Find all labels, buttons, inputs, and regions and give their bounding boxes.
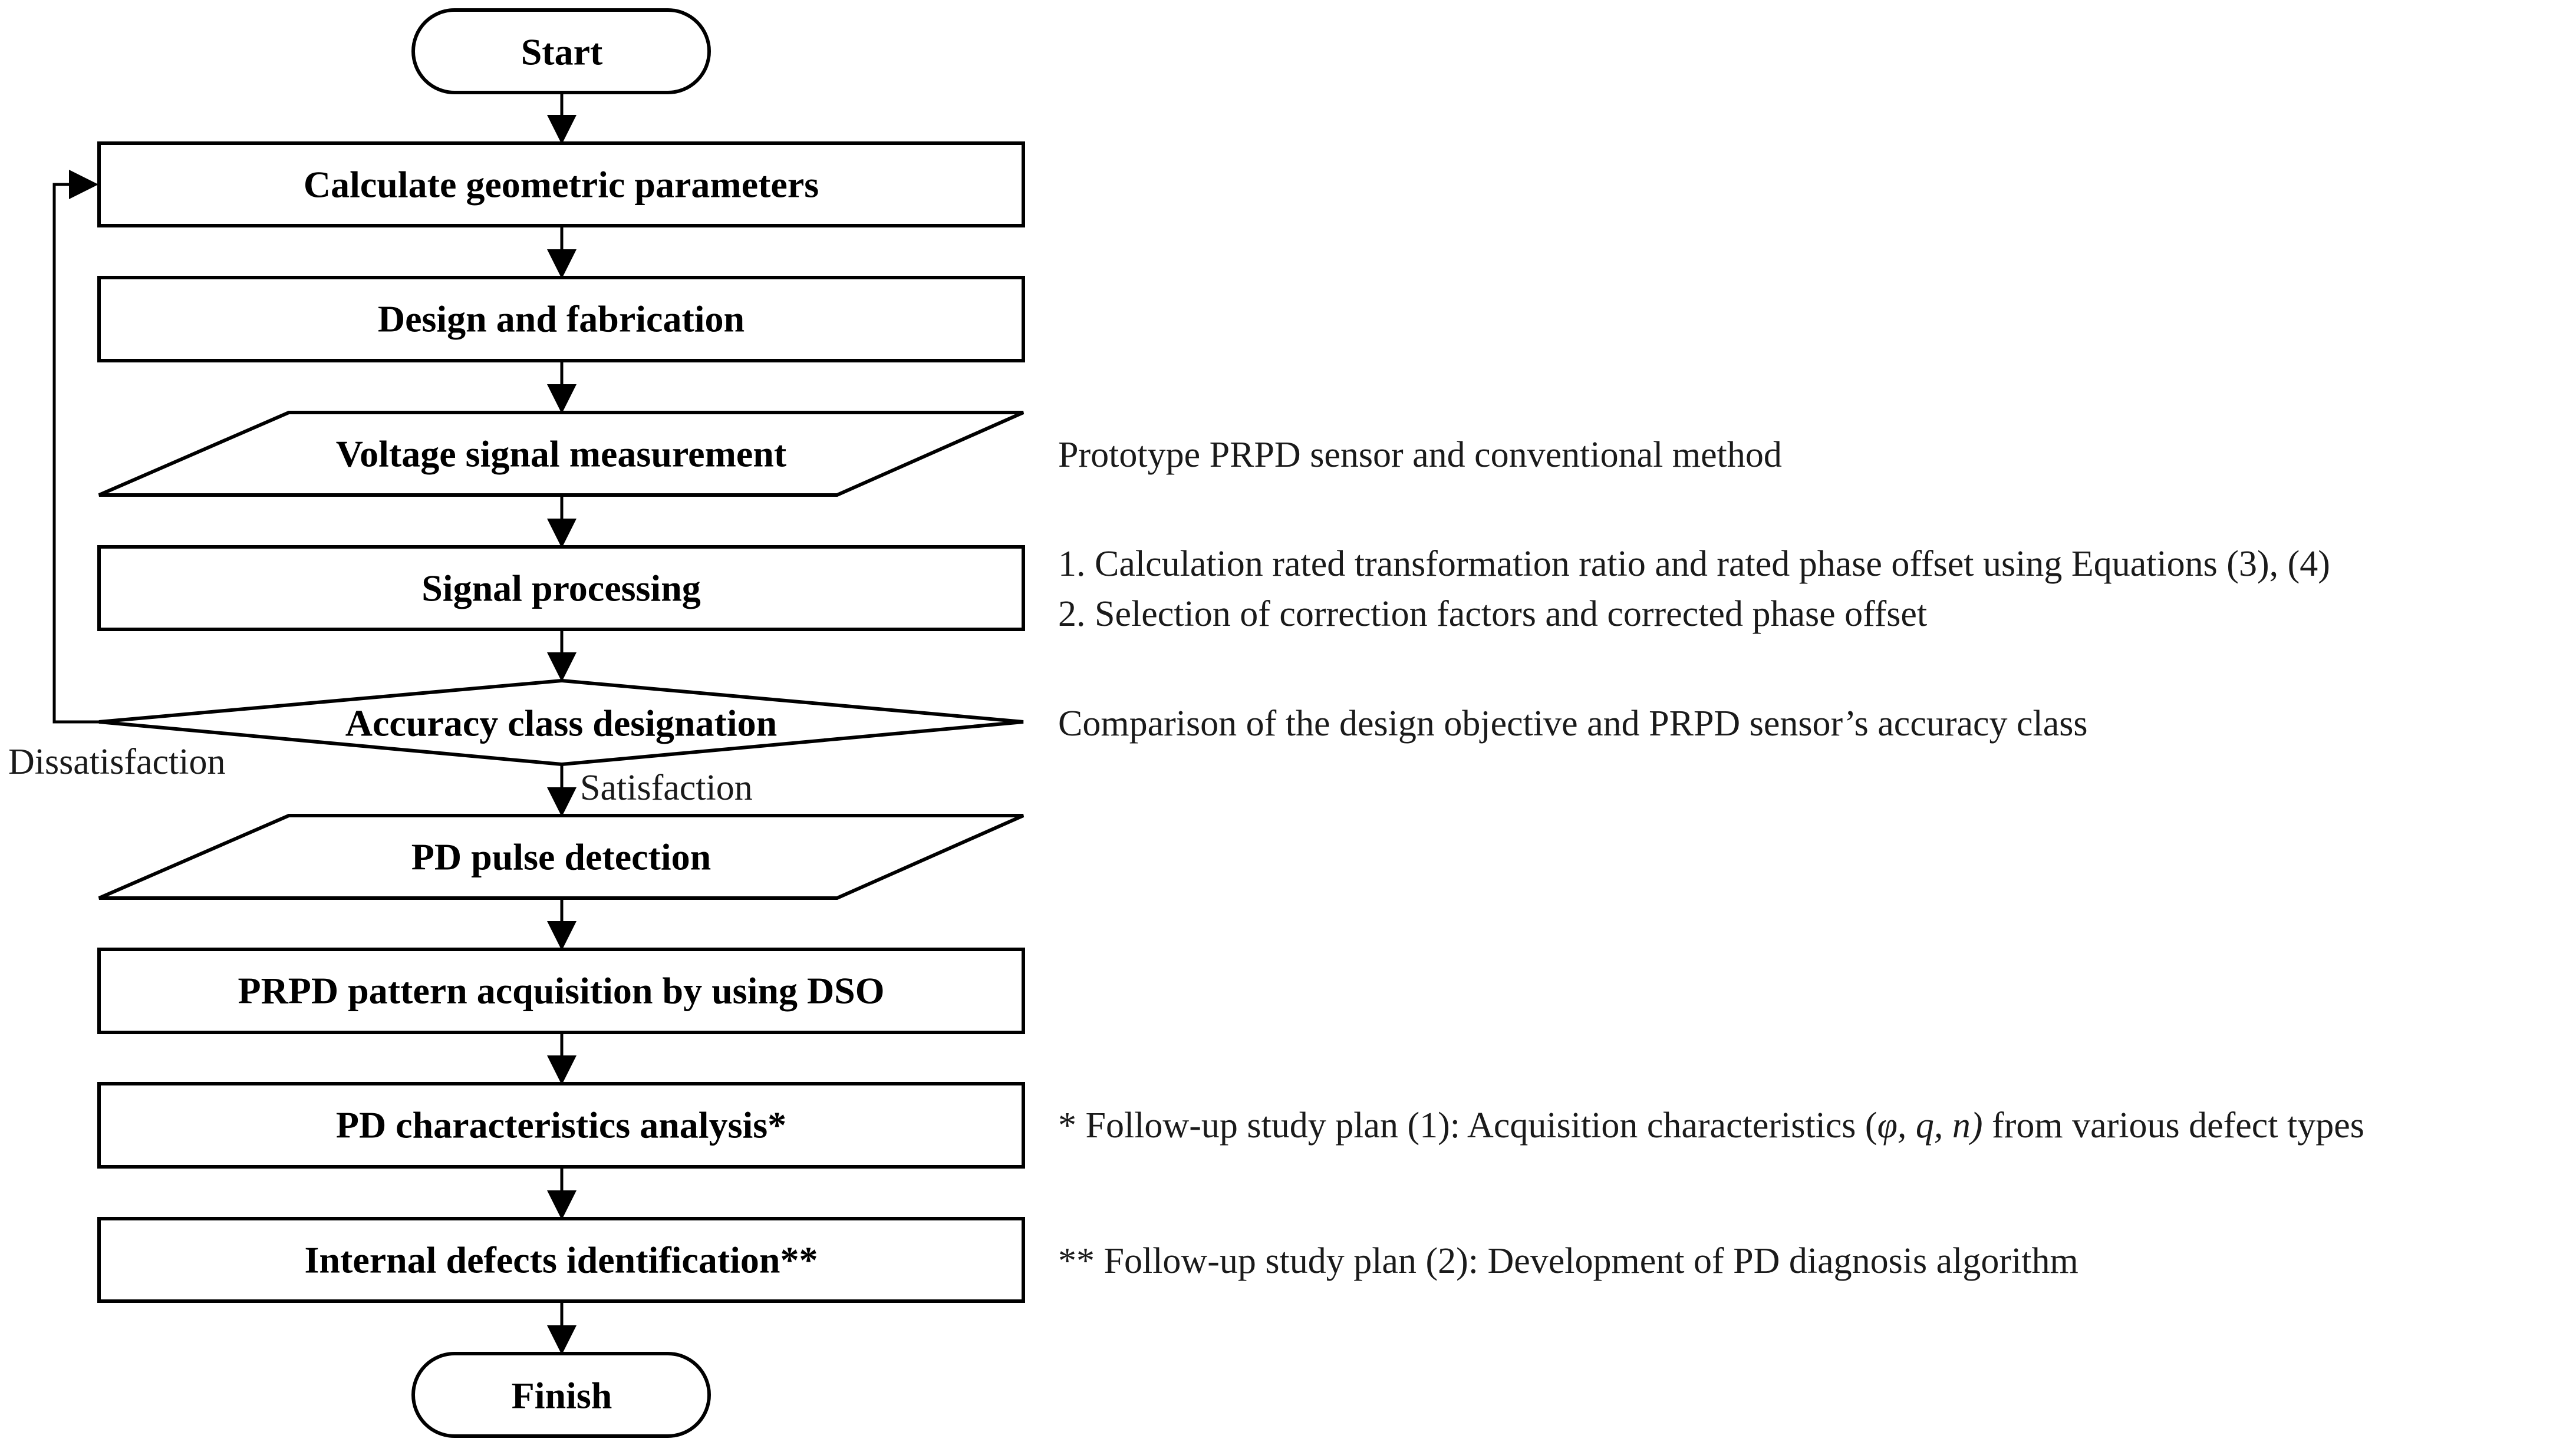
feedback-loop-arrow [52,170,99,724]
note-characteristics: * Follow-up study plan (1): Acquisition … [1058,1106,2364,1146]
note-characteristics-prefix: * Follow-up study plan (1): Acquisition … [1058,1106,1877,1146]
accuracy-decision: Accuracy class designation [98,678,1024,767]
finish-terminator: Finish [411,1352,711,1438]
prpd-step: PRPD pattern acquisition by using DSO [97,948,1025,1034]
pulse-io: PD pulse detection [98,814,1025,900]
connectors [52,93,577,1355]
characteristics-label: PD characteristics analysis* [336,1104,786,1146]
pulse-label: PD pulse detection [411,836,711,878]
note-signal-2: 2. Selection of correction factors and c… [1058,594,1927,634]
calculate-step: Calculate geometric parameters [97,141,1025,227]
finish-label: Finish [512,1375,612,1417]
start-terminator: Start [411,8,711,94]
voltage-label: Voltage signal measurement [336,433,787,475]
design-label: Design and fabrication [378,298,745,340]
start-label: Start [521,31,603,73]
note-defects: ** Follow-up study plan (2): Development… [1058,1241,2078,1281]
note-signal-1: 1. Calculation rated transformation rati… [1058,544,2330,584]
note-characteristics-suffix: from various defect types [1983,1106,2364,1146]
signal-step: Signal processing [97,545,1025,631]
branch-satisfaction: Satisfaction [580,768,753,808]
branch-dissatisfaction: Dissatisfaction [8,742,226,782]
design-step: Design and fabrication [97,276,1025,362]
signal-label: Signal processing [421,567,701,609]
defects-label: Internal defects identification** [305,1239,818,1281]
calculate-label: Calculate geometric parameters [304,164,819,206]
note-accuracy: Comparison of the design objective and P… [1058,704,2088,744]
prpd-label: PRPD pattern acquisition by using DSO [238,970,884,1012]
characteristics-step: PD characteristics analysis* [97,1082,1025,1169]
note-voltage: Prototype PRPD sensor and conventional m… [1058,435,1782,475]
voltage-io: Voltage signal measurement [98,411,1025,497]
note-characteristics-vars: φ, q, n) [1877,1106,1983,1146]
defects-step: Internal defects identification** [97,1217,1025,1303]
accuracy-label: Accuracy class designation [345,702,777,744]
